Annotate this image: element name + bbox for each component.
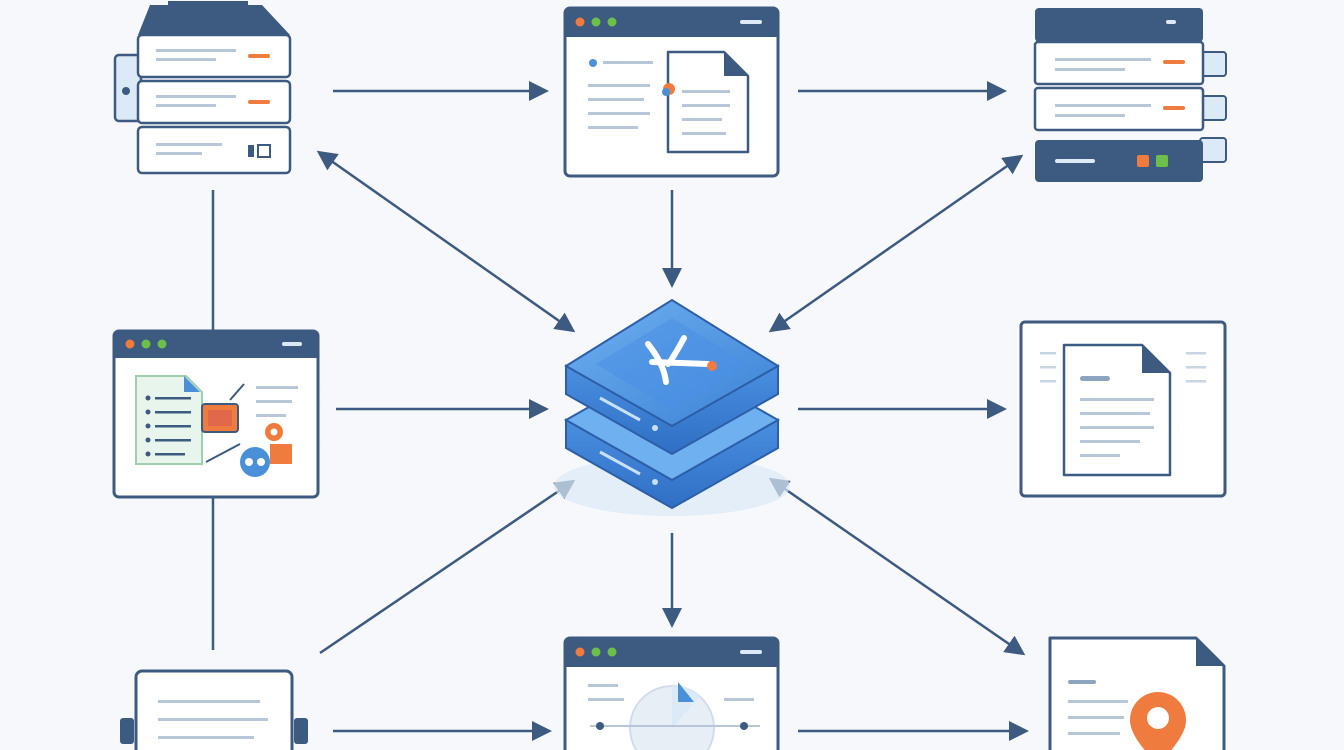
edge-topleft-hub-bidirectional <box>316 150 576 333</box>
document-icon <box>1019 320 1227 498</box>
monitor-icon <box>120 669 308 750</box>
edge-bottomleft-to-hub <box>319 479 576 655</box>
document-location-pin-icon <box>1048 636 1226 750</box>
server-rack-icon <box>1033 8 1227 182</box>
browser-window-chart-icon <box>563 636 780 750</box>
stacked-server-hub-icon <box>554 298 790 516</box>
edge-topright-hub-bidirectional <box>768 154 1024 333</box>
browser-window-document-icon <box>563 6 780 178</box>
edge-hub-bottomright-bidirectional <box>768 477 1026 656</box>
browser-window-dashboard-icon <box>112 329 320 499</box>
server-rack-icon <box>113 1 292 175</box>
